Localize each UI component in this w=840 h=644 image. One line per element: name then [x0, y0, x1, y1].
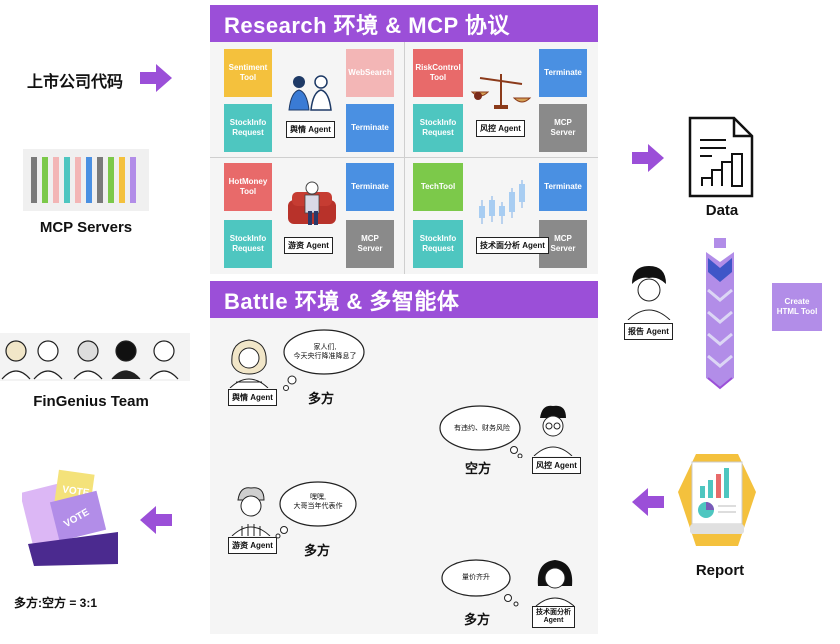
vote-result-label: 多方:空方 = 3:1 [14, 596, 98, 610]
report-label: Report [695, 562, 745, 579]
mcp-servers-icon [23, 149, 149, 211]
hotmoney-terminate-tile: Terminate [346, 163, 394, 211]
battle-hotmoney-agent-label: 游资 Agent [228, 537, 277, 554]
data-document-icon [686, 116, 756, 203]
candlestick-illustration [474, 178, 530, 233]
websearch-tile: WebSearch [346, 49, 394, 97]
risk-stockinfo-tile: StockInfo Request [413, 104, 463, 152]
battle-sentiment-agent-label: 舆情 Agent [228, 389, 277, 406]
techtool-tile: TechTool [413, 163, 463, 211]
speech-text-2: 有违约、财务风险 [454, 425, 510, 432]
tech-stockinfo-tile: StockInfo Request [413, 220, 463, 268]
hotmoney-agent-illustration [284, 178, 340, 235]
stance-2: 空方 [465, 461, 492, 476]
risk-terminate-tile: Terminate [539, 49, 587, 97]
sentiment-agent-label: 舆情 Agent [286, 121, 335, 138]
stockinfo-request-tile: StockInfo Request [224, 104, 272, 152]
report-agent-label: 报告 Agent [624, 323, 673, 340]
tech-avatar [532, 556, 578, 611]
flow-chevrons-icon [700, 238, 740, 399]
stance-4: 多方 [464, 612, 491, 627]
right-arrow-2-icon [632, 144, 664, 177]
speech-bubble-1 [278, 324, 368, 397]
sentiment-agent-illustration [283, 72, 337, 117]
hotmoney-stockinfo-tile: StockInfo Request [224, 220, 272, 268]
report-agent-avatar [624, 262, 674, 325]
battle-risk-agent-label: 风控 Agent [532, 457, 581, 474]
speech-bubble-4 [436, 556, 526, 613]
research-divider-v [404, 42, 405, 274]
hotmoney-tool-tile: HotMoney Tool [224, 163, 272, 211]
left-arrow-2-icon [632, 488, 664, 521]
sentiment-tool-tile: Sentiment Tool [224, 49, 272, 97]
speech-bubble-3 [270, 478, 360, 545]
battle-banner: Battle 环境 & 多智能体 [210, 281, 598, 318]
create-html-tool-tile: Create HTML Tool [772, 283, 822, 331]
sentiment-avatar [226, 334, 272, 393]
research-banner: Research 环境 & MCP 协议 [210, 5, 598, 42]
hotmoney-mcp-server-tile: MCP Server [346, 220, 394, 268]
hotmoney-avatar [228, 482, 274, 541]
speech-text-1: 家人们, 今天央行降准降息了 [293, 344, 357, 361]
stock-code-label: 上市公司代码 [26, 74, 123, 91]
mcp-servers-label: MCP Servers [39, 219, 133, 236]
scale-illustration [470, 68, 532, 115]
ballot-box-icon: VOTE VOTE [19, 468, 126, 573]
risk-agent-label: 风控 Agent [476, 120, 525, 137]
right-arrow-icon [140, 64, 172, 97]
tech-terminate-tile: Terminate [539, 163, 587, 211]
stance-3: 多方 [304, 543, 331, 558]
research-divider-h [210, 157, 598, 158]
report-icon [676, 452, 758, 553]
team-label: FinGenius Team [33, 393, 149, 410]
terminate-tile: Terminate [346, 104, 394, 152]
riskcontrol-tool-tile: RiskControl Tool [413, 49, 463, 97]
data-label: Data [705, 202, 739, 219]
team-avatars-icon [0, 333, 190, 388]
hotmoney-agent-label: 游资 Agent [284, 237, 333, 254]
risk-mcp-server-tile: MCP Server [539, 104, 587, 152]
tech-agent-label: 技术面分析 Agent [476, 237, 549, 254]
risk-avatar [530, 402, 576, 461]
left-arrow-icon [140, 506, 172, 539]
speech-text-4: 量价齐升 [462, 574, 490, 581]
stance-1: 多方 [308, 391, 335, 406]
speech-bubble-2 [436, 402, 526, 463]
battle-panel [210, 318, 598, 634]
battle-tech-agent-label: 技术面分析 Agent [532, 606, 575, 629]
speech-text-3: 嘿嘿, 大哥当年代表作 [293, 494, 343, 511]
